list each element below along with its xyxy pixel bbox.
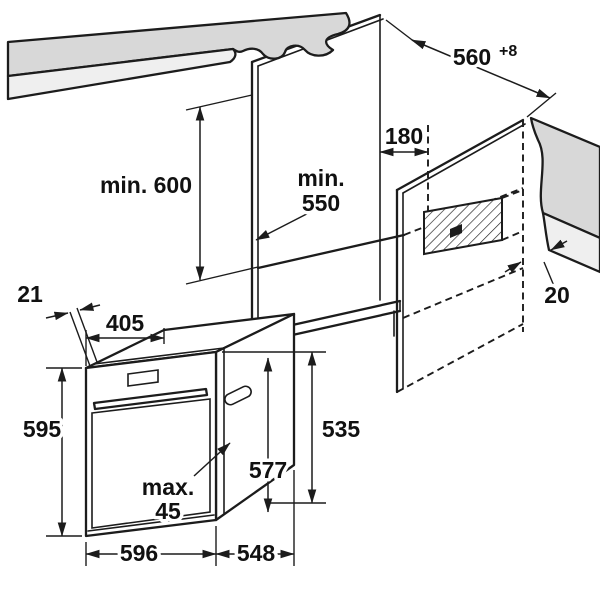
niche-width-tolerance-label: +8 <box>499 43 517 60</box>
dim-oven-rear-height: 535 <box>222 351 364 504</box>
dim-top-depth: 405 <box>85 307 165 366</box>
niche-depth-label-line2: 550 <box>302 190 340 216</box>
dim-front-offset: 21 <box>14 278 101 367</box>
side-panel-bottom-edge-hidden <box>396 323 524 393</box>
dim-door-clearance: max. 45 <box>138 442 231 528</box>
worktop-left <box>6 11 351 101</box>
niche-height-label: min. 600 <box>100 172 192 198</box>
vent-top-hidden <box>501 189 524 199</box>
oven-depth-label: 548 <box>237 540 276 566</box>
front-offset-ext-1 <box>69 311 91 367</box>
vent-cutout-mark <box>450 224 462 238</box>
dim-niche-width: 560 +8 <box>385 19 557 118</box>
niche-depth-label-line1: min. <box>297 165 344 191</box>
oven-body-depth-label: 577 <box>249 457 287 483</box>
worktop-left-front-face <box>6 47 237 101</box>
oven-rear-height-label: 535 <box>322 416 361 442</box>
side-panel <box>395 118 526 394</box>
rear-gap-label: 20 <box>544 282 570 308</box>
rear-gap-leader <box>543 261 555 287</box>
vent-cutout <box>423 189 524 256</box>
front-offset-arrow-left <box>45 311 69 321</box>
dim-oven-width: 596 <box>85 526 217 570</box>
niche-width-ext-left <box>385 19 421 47</box>
rear-gap-arrow-left <box>504 261 522 273</box>
front-offset-ext-2 <box>76 307 98 363</box>
niche-floor-front-edge <box>256 233 406 270</box>
oven-door-bottom-line <box>87 514 215 532</box>
oven-width-label: 596 <box>120 540 158 566</box>
door-clearance-arrow <box>193 442 231 477</box>
oven-side-slot <box>224 385 252 406</box>
front-offset-arrow-right <box>79 302 101 311</box>
dim-oven-height: 595 <box>19 367 82 537</box>
vent-cutout-hatched-area <box>423 196 503 256</box>
oven-display <box>127 369 159 387</box>
oven-height-label: 595 <box>23 416 62 442</box>
dim-rear-gap: 20 <box>504 239 573 312</box>
top-depth-label: 405 <box>106 310 145 336</box>
dim-oven-depth: 548 <box>215 470 295 570</box>
dim-niche-height: min. 600 <box>96 94 259 285</box>
dim-vent-recess: 180 <box>379 120 429 212</box>
niche-width-dim-line <box>411 39 551 99</box>
niche-width-label: 560 <box>453 44 491 70</box>
oven-top-step-line <box>93 347 225 365</box>
worktop-right-front-face <box>541 211 600 274</box>
dim-niche-depth: min. 550 <box>255 162 348 241</box>
side-panel-top-edge-inner <box>402 123 526 194</box>
worktop-right-top-face <box>529 116 600 240</box>
vent-recess-label: 180 <box>385 123 423 149</box>
dim-oven-body-depth: 577 <box>245 357 291 513</box>
niche-height-ext-bottom <box>185 266 259 285</box>
oven-door-outline <box>91 398 211 529</box>
rear-gap-arrow-right <box>550 239 568 251</box>
worktop-right <box>529 116 600 274</box>
oven <box>84 312 296 538</box>
oven-door-handle <box>92 387 209 411</box>
door-clearance-label-line1: max. <box>142 474 194 500</box>
front-offset-label: 21 <box>17 281 43 307</box>
oven-front-face <box>84 350 218 538</box>
vent-bottom-hidden <box>501 230 524 241</box>
side-panel-top-edge <box>395 118 525 192</box>
niche-height-ext-top <box>185 94 253 111</box>
door-clearance-label-line2: 45 <box>155 498 181 524</box>
worktop-left-top-face <box>6 11 351 78</box>
niche-depth-dim-line <box>255 201 331 241</box>
niche-width-ext-right <box>526 92 557 118</box>
base-back-edge-hidden <box>402 267 524 319</box>
